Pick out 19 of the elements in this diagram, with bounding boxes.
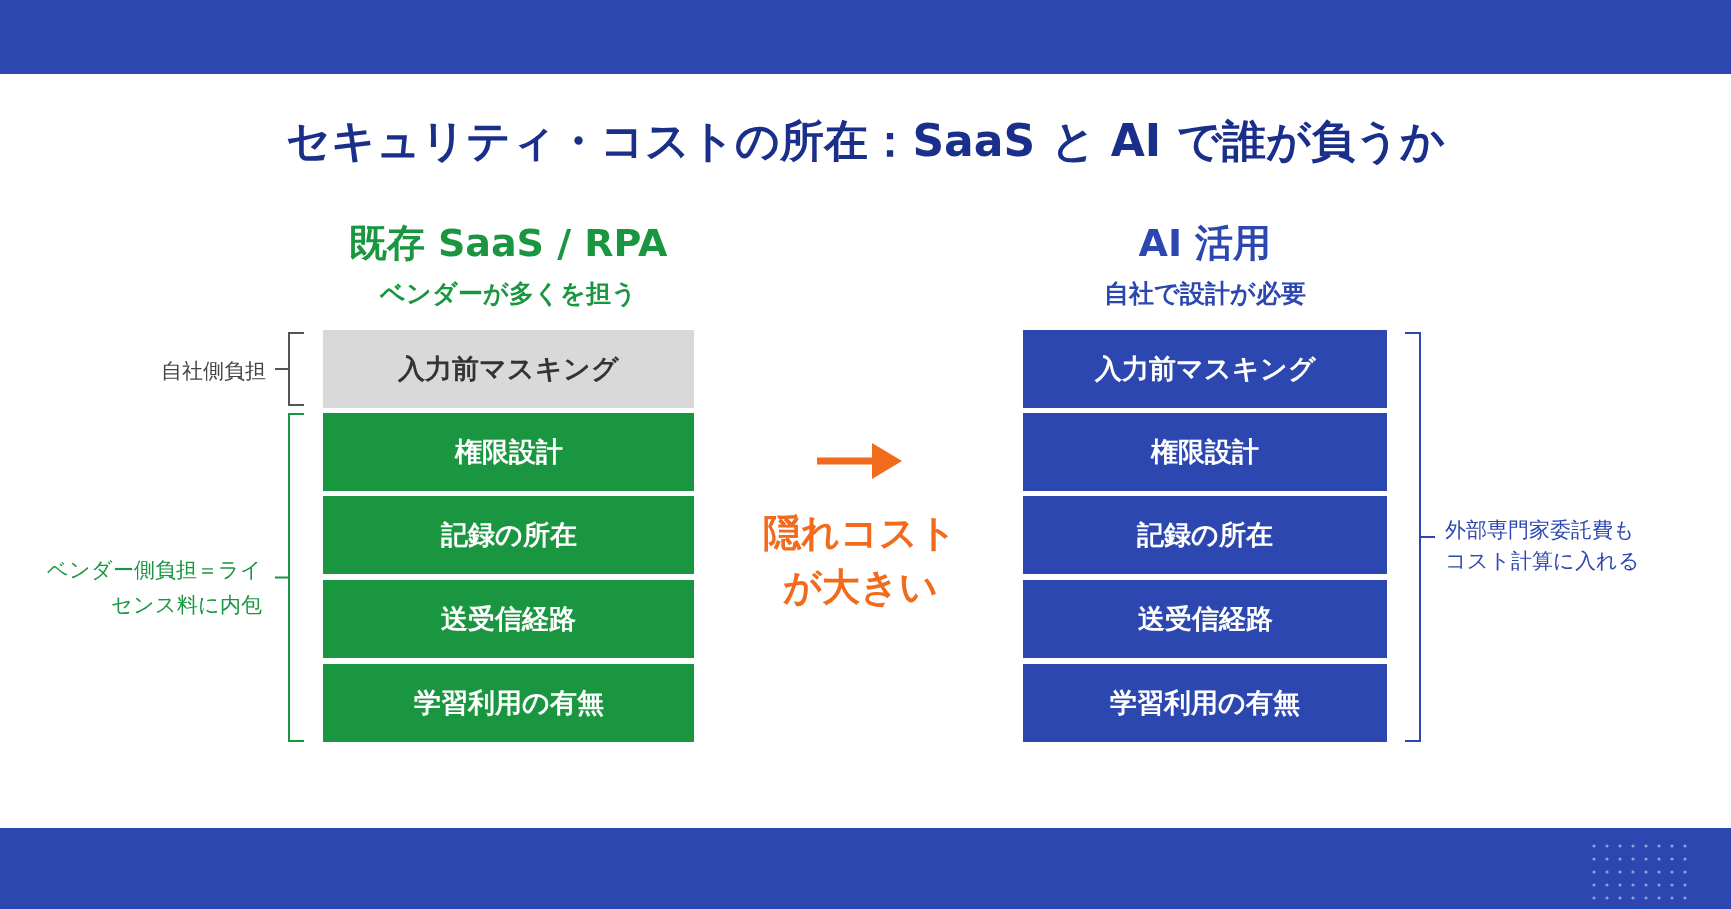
bracket-label: 外部専門家委託費もコスト計算に入れる <box>1445 517 1641 575</box>
bracket-label: 自社側負担 <box>160 358 266 385</box>
layer-box: 学習利用の有無 <box>1023 664 1387 742</box>
layer-box: 送受信経路 <box>1023 580 1387 658</box>
column-heading: AI 活用 <box>1137 220 1273 267</box>
title: セキュリティ・コストの所在：SaaS と AI で誰が負うか <box>285 114 1446 168</box>
bracket-label: ベンダー側負担＝ライセンス料に内包 <box>46 557 262 619</box>
column-subheading: ベンダーが多くを担う <box>378 278 638 310</box>
layer-box: 送受信経路 <box>323 580 694 658</box>
layer-box: 学習利用の有無 <box>323 664 694 742</box>
layer-box: 入力前マスキング <box>1023 330 1387 408</box>
callout-text: 隠れコストが大きい <box>762 510 958 611</box>
layer-box: 権限設計 <box>323 413 694 491</box>
layer-box: 記録の所在 <box>1023 496 1387 574</box>
layer-box: 記録の所在 <box>323 496 694 574</box>
column-subheading: 自社で設計が必要 <box>1103 278 1307 310</box>
layer-box: 入力前マスキング <box>323 330 694 408</box>
column-heading: 既存 SaaS / RPA <box>347 220 669 267</box>
layer-box: 権限設計 <box>1023 413 1387 491</box>
